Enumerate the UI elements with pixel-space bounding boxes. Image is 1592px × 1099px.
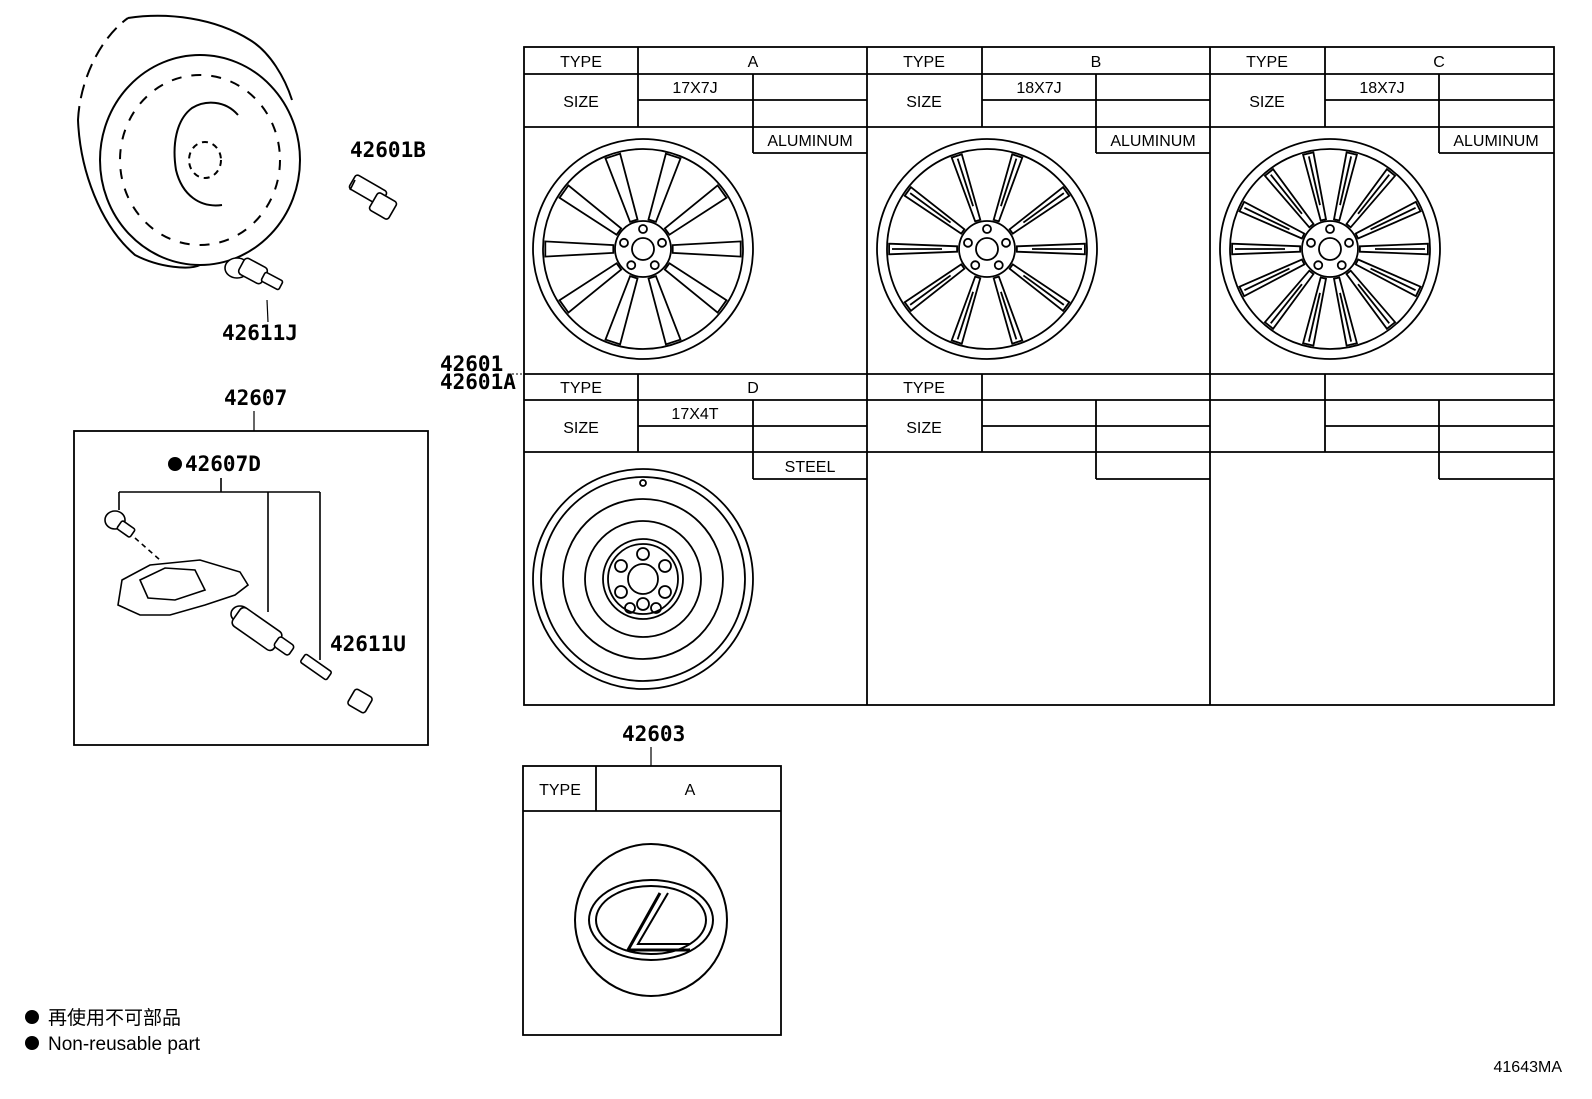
- size-label-a: SIZE: [563, 94, 599, 111]
- wheel-icon-type-d: [532, 468, 754, 690]
- type-value-d: D: [747, 380, 759, 397]
- material-b: ALUMINUM: [1110, 133, 1195, 150]
- cap-table: [522, 765, 782, 1036]
- type-label-c: TYPE: [1246, 54, 1288, 71]
- legend: 再使用不可部品 Non-reusable part: [25, 1007, 201, 1055]
- tpms-kit-box: [73, 430, 429, 746]
- size-label-d: SIZE: [563, 420, 599, 437]
- type-value-b: B: [1091, 54, 1102, 71]
- part-number-42603: 42603: [622, 722, 685, 746]
- part-number-42601: 42601: [440, 352, 503, 376]
- type-label-empty: TYPE: [903, 380, 945, 397]
- size-value-a: 17X7J: [672, 80, 717, 97]
- cap-type-label: TYPE: [539, 782, 581, 799]
- size-value-d: 17X4T: [671, 406, 718, 423]
- valve-icon: [224, 257, 284, 323]
- type-value-a: A: [748, 54, 759, 71]
- type-label-d: TYPE: [560, 380, 602, 397]
- size-value-c: 18X7J: [1359, 80, 1404, 97]
- tpms-bracket-lines: [118, 478, 321, 660]
- wheel-icon-type-a: [532, 138, 754, 360]
- legend-line-jp: 再使用不可部品: [48, 1007, 181, 1029]
- bullet-dot-icon: [25, 1010, 39, 1024]
- diagram-code: 41643MA: [1494, 1059, 1563, 1076]
- part-number-42611U: 42611U: [330, 632, 406, 656]
- material-c: ALUMINUM: [1453, 133, 1538, 150]
- tire-assembly-illustration: [77, 14, 301, 269]
- size-value-b: 18X7J: [1016, 80, 1061, 97]
- lexus-emblem-icon: [574, 843, 728, 997]
- wheel-icon-type-c: [1219, 138, 1441, 360]
- part-number-42611J: 42611J: [222, 321, 298, 345]
- material-d: STEEL: [785, 459, 836, 476]
- type-label-a: TYPE: [560, 54, 602, 71]
- part-number-42601A: 42601A: [440, 370, 516, 394]
- wheel-icon-type-b: [876, 138, 1098, 360]
- size-label-c: SIZE: [1249, 94, 1285, 111]
- legend-line-en: Non-reusable part: [48, 1034, 201, 1055]
- tpms-sensor-icon: [104, 510, 373, 714]
- part-number-42607: 42607: [224, 386, 287, 410]
- bullet-dot-icon: [168, 457, 182, 471]
- type-label-b: TYPE: [903, 54, 945, 71]
- part-number-42607D: 42607D: [185, 452, 261, 476]
- part-number-42601B: 42601B: [350, 138, 426, 162]
- cap-type-value: A: [685, 782, 696, 799]
- hub-nut-icon: [348, 174, 398, 220]
- wheel-table: [523, 46, 1555, 706]
- size-label-b: SIZE: [906, 94, 942, 111]
- type-value-c: C: [1433, 54, 1445, 71]
- material-a: ALUMINUM: [767, 133, 852, 150]
- bullet-dot-icon: [25, 1036, 39, 1050]
- size-label-empty: SIZE: [906, 420, 942, 437]
